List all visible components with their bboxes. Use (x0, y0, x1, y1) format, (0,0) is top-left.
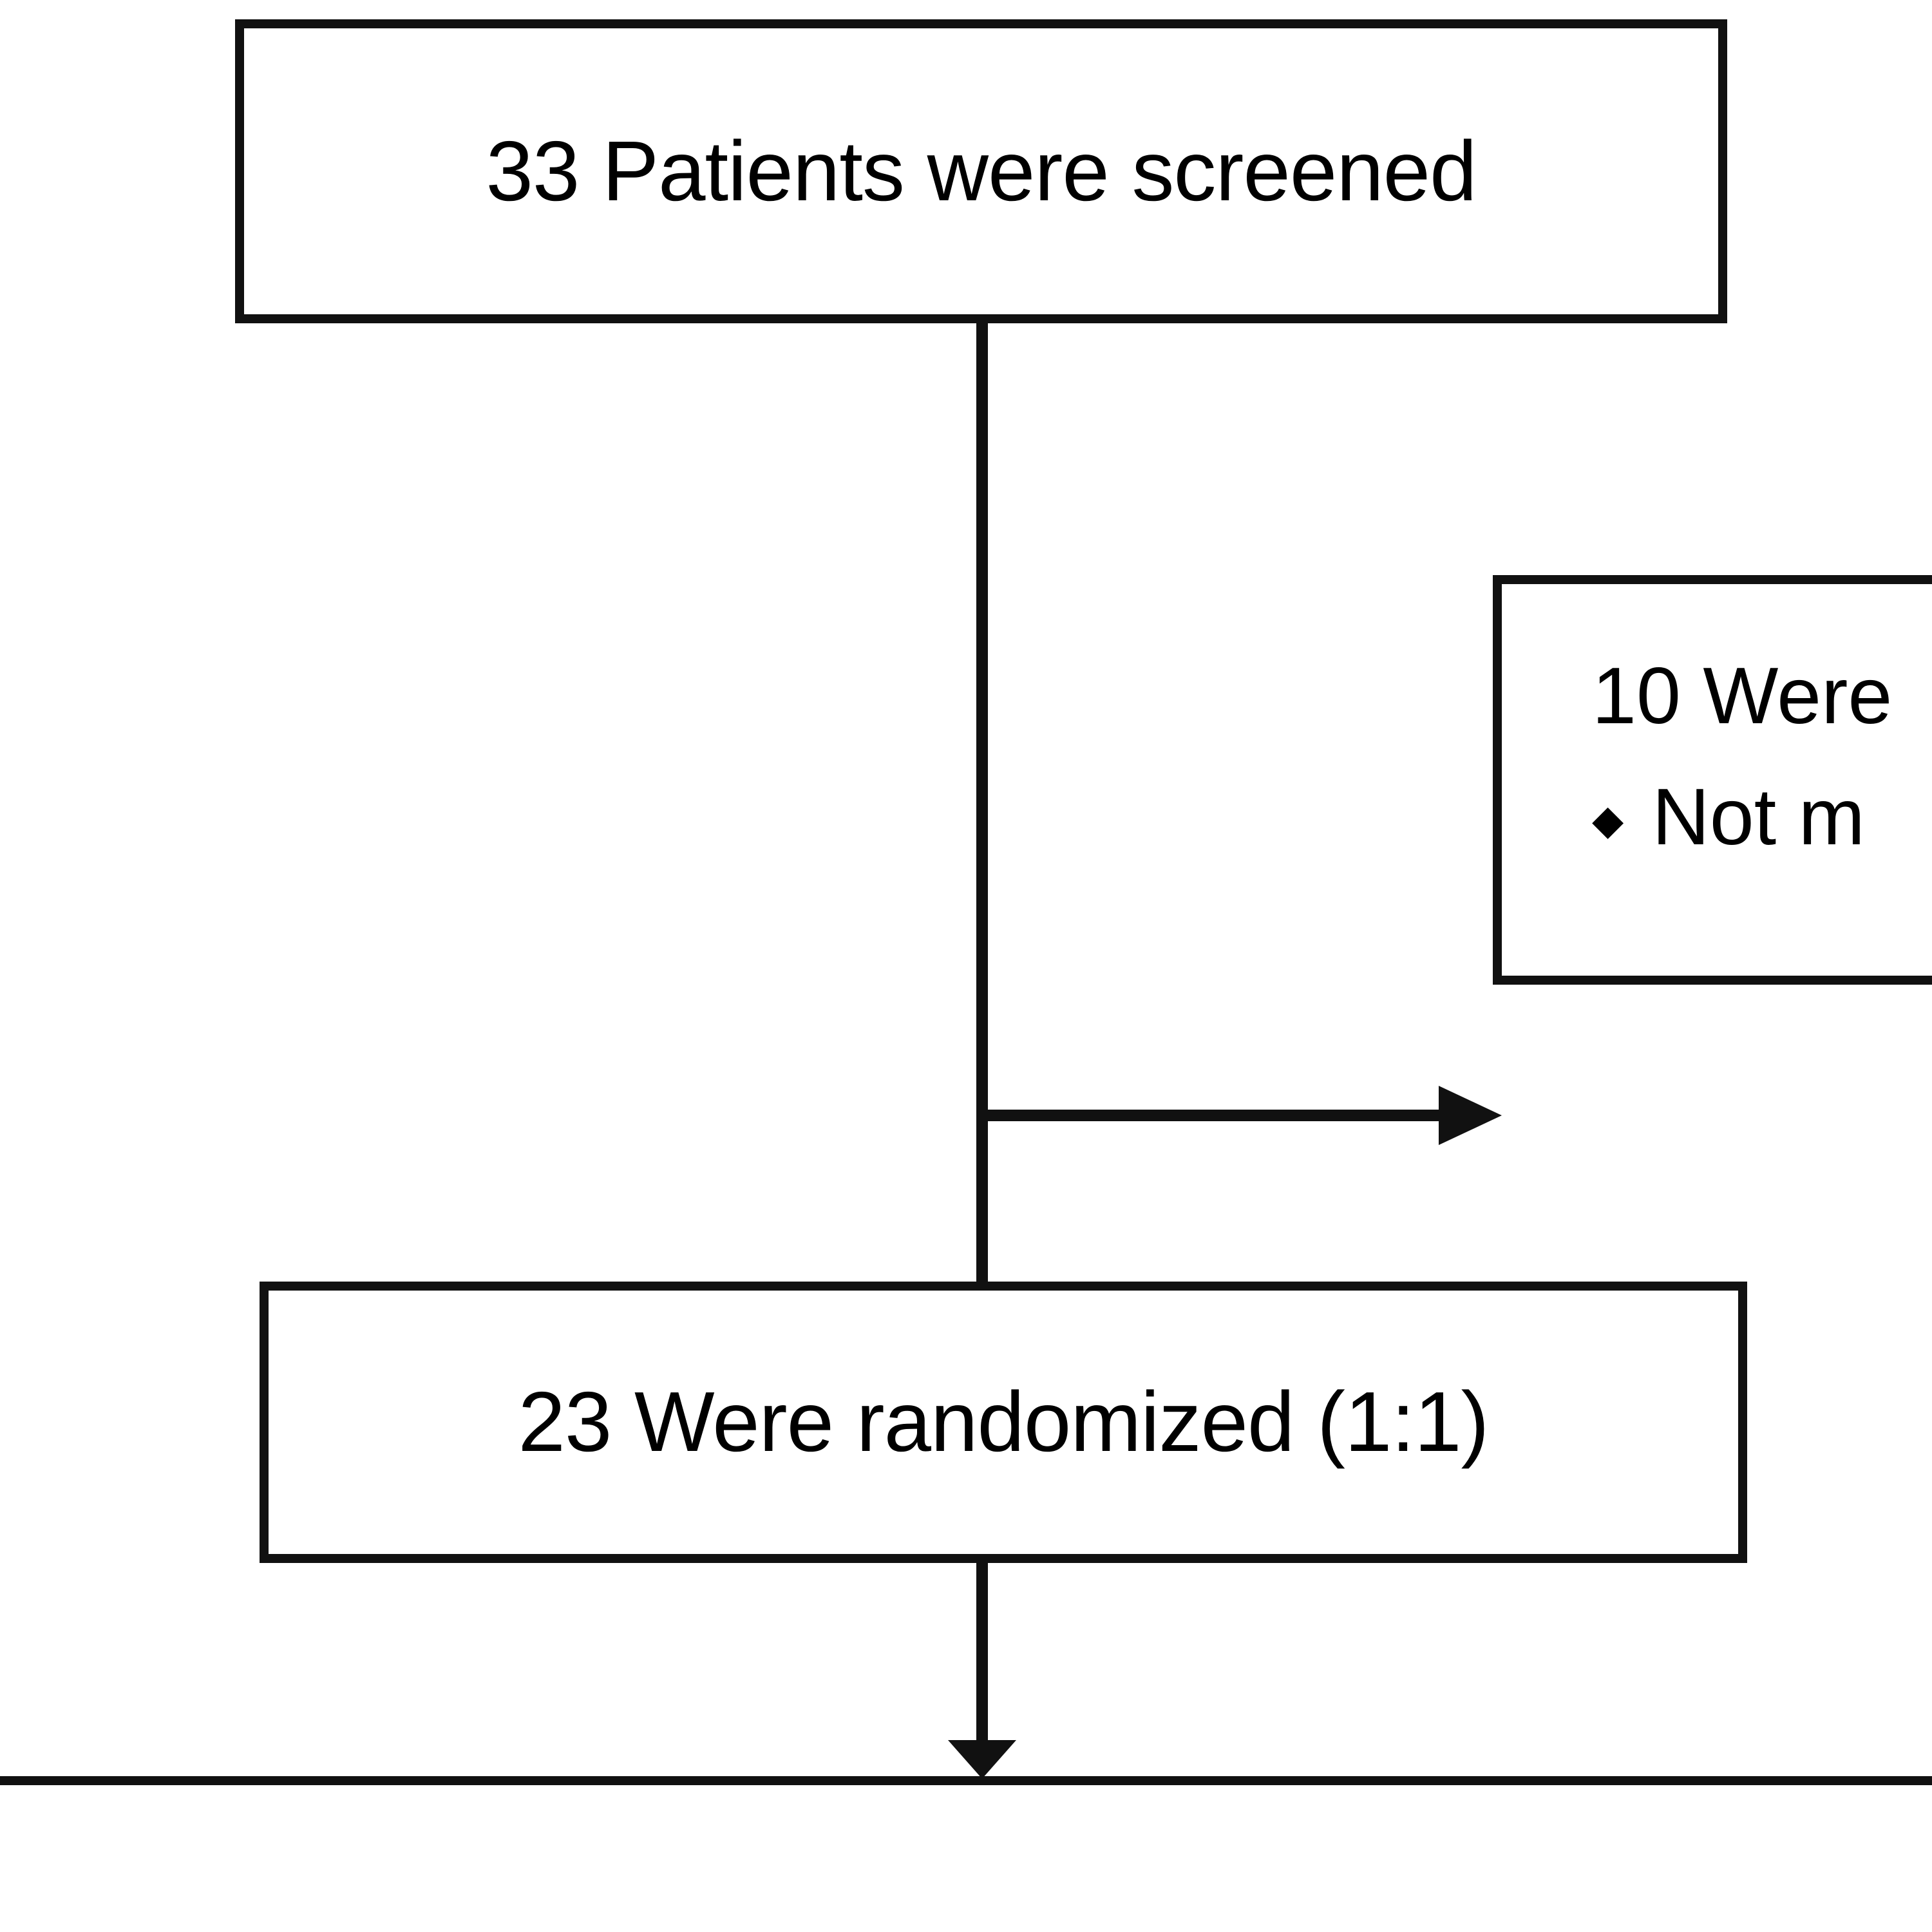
connector-randomized-to-bottom (976, 1558, 988, 1745)
node-excluded-item-label: Not m (1652, 773, 1865, 862)
connector-screened-to-excluded-line (976, 1110, 1441, 1121)
node-screened-label: 33 Patients were screened (486, 123, 1477, 218)
arrow-down-icon (948, 1740, 1016, 1779)
node-excluded-heading: 10 Were (1592, 652, 1893, 741)
connector-screened-to-randomized (976, 319, 988, 1285)
node-bottom (0, 1776, 1932, 1932)
node-screened: 33 Patients were screened (235, 19, 1727, 323)
node-randomized: 23 Were randomized (1:1) (260, 1282, 1747, 1563)
node-excluded: 10 Were ◆ Not m (1493, 575, 1932, 985)
node-randomized-label: 23 Were randomized (1:1) (518, 1374, 1490, 1470)
diamond-bullet-icon: ◆ (1592, 797, 1624, 843)
node-excluded-item: ◆ Not m (1592, 777, 1865, 857)
arrow-right-icon (1439, 1086, 1502, 1145)
